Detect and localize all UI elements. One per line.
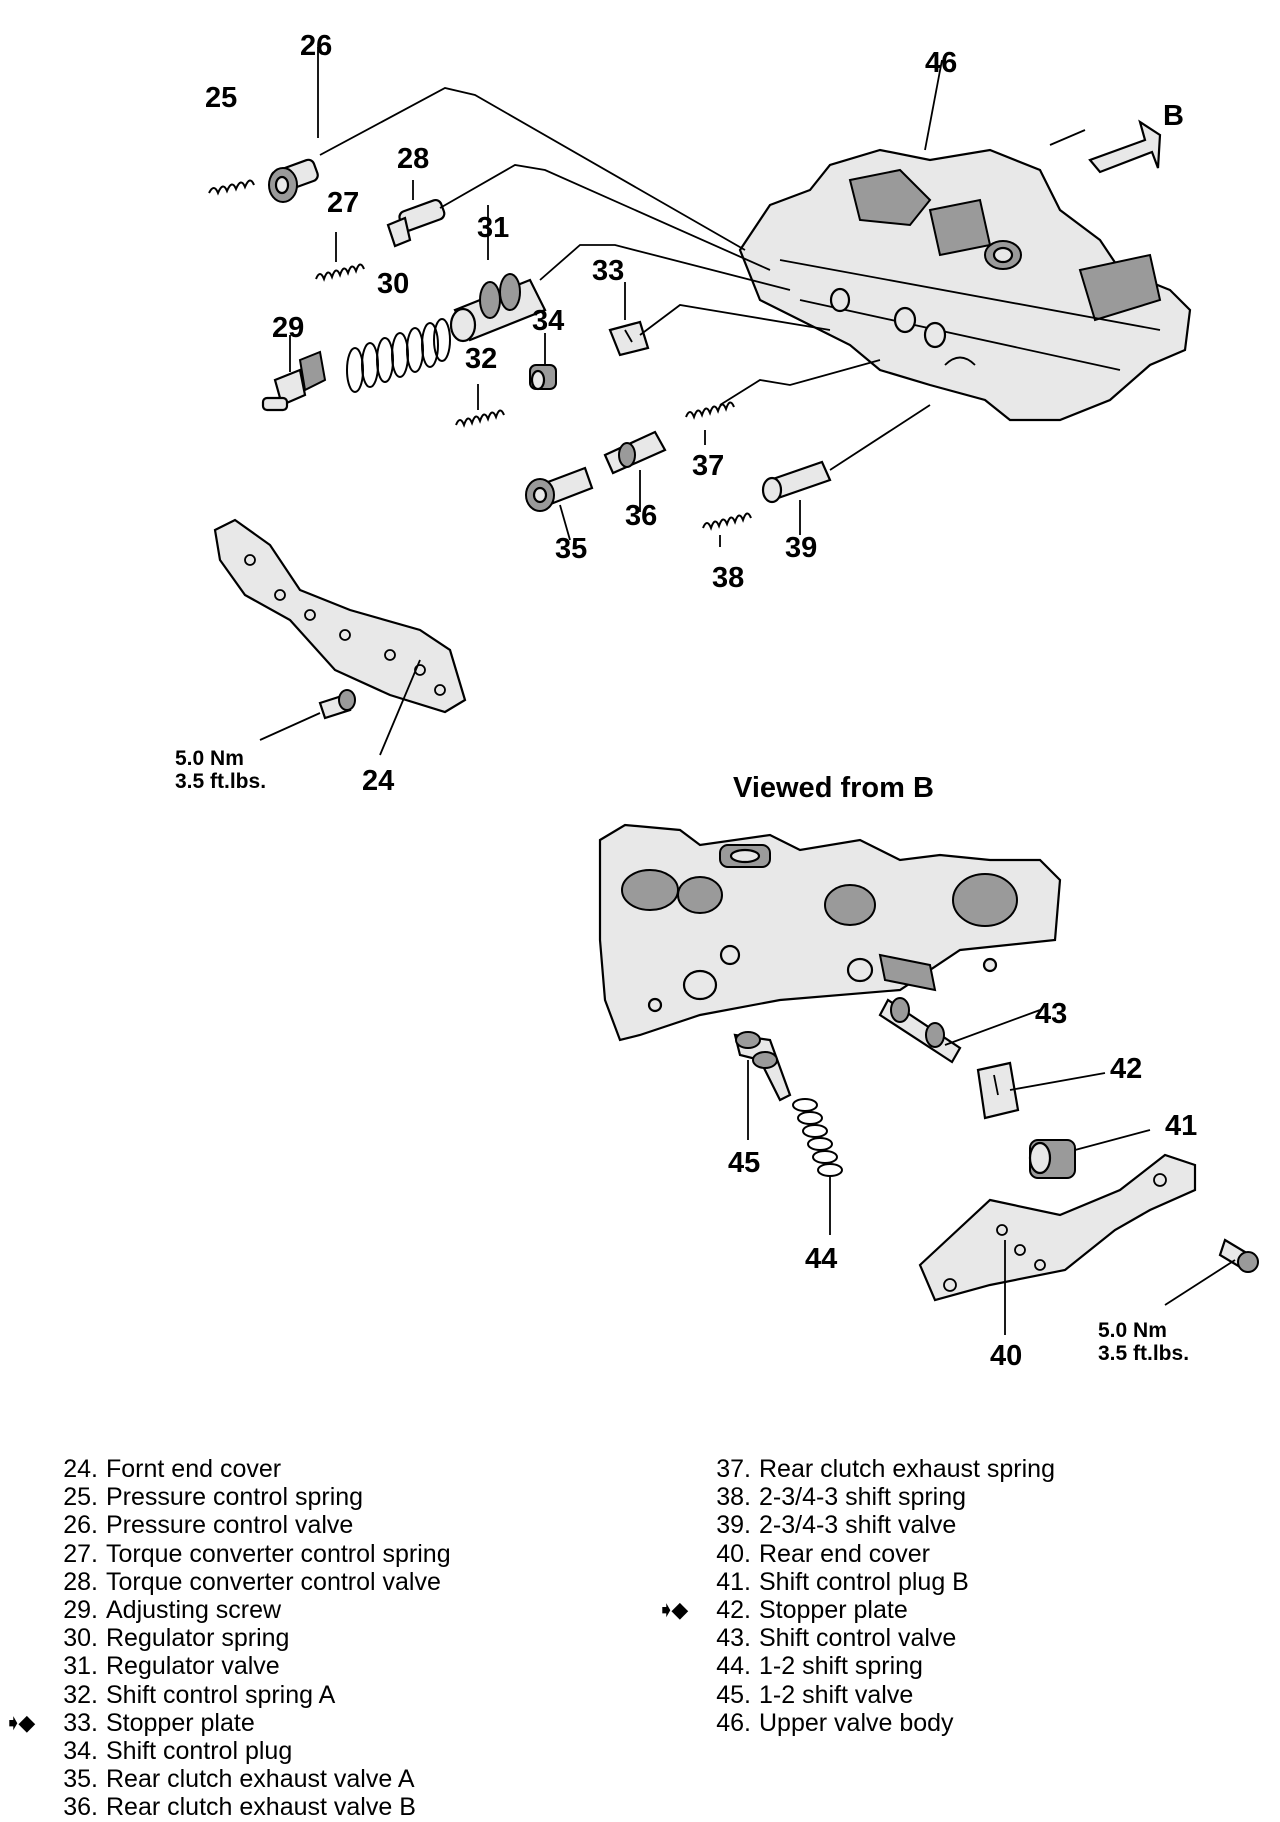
callout-25: 25 xyxy=(205,82,237,114)
callout-28: 28 xyxy=(397,143,429,175)
legend-item: 46.Upper valve body xyxy=(716,1708,954,1737)
legend-item: 43.Shift control valve xyxy=(716,1624,957,1653)
legend-item: 40.Rear end cover xyxy=(716,1539,930,1568)
legend-item: 31.Regulator valve xyxy=(63,1652,280,1681)
shift-spring-38 xyxy=(702,512,752,531)
legend-item: 38.2-3/4-3 shift spring xyxy=(716,1483,967,1512)
rear-clutch-exhaust-valve-b-36 xyxy=(603,430,667,475)
torque-bottom-ftlbs: 3.5 ft.lbs. xyxy=(1098,1342,1189,1365)
front-end-cover-24 xyxy=(213,518,467,714)
callout-40: 40 xyxy=(990,1340,1022,1372)
legend-item: 45.1-2 shift valve xyxy=(716,1680,914,1709)
leader-lines xyxy=(259,47,1236,1335)
legend-item: 30.Regulator spring xyxy=(63,1624,290,1653)
torque-bottom-nm: 5.0 Nm xyxy=(1098,1319,1167,1342)
marker-icon: ➧◆ xyxy=(657,1597,688,1623)
shift-valve-45 xyxy=(733,1031,792,1102)
torque-converter-control-spring-27 xyxy=(315,263,365,282)
stopper-plate-42 xyxy=(976,1061,1020,1120)
adjusting-screw-29 xyxy=(261,350,327,412)
callout-31: 31 xyxy=(477,212,509,244)
marker-icon: ➧◆ xyxy=(4,1709,35,1735)
shift-valve-39 xyxy=(761,460,832,504)
valve-body-viewed-from-b xyxy=(598,823,1062,1042)
regulator-valve-31 xyxy=(449,273,547,343)
legend-item: 27.Torque converter control spring xyxy=(63,1539,451,1568)
pressure-control-spring-25 xyxy=(208,179,255,196)
bolt-top xyxy=(318,689,356,720)
callout-44: 44 xyxy=(805,1243,837,1275)
callout-26: 26 xyxy=(300,30,332,62)
callout-37: 37 xyxy=(692,450,724,482)
torque-top-ftlbs: 3.5 ft.lbs. xyxy=(175,770,266,793)
rear-end-cover-40 xyxy=(918,1153,1197,1302)
legend-item: 44.1-2 shift spring xyxy=(716,1652,923,1681)
torque-converter-control-valve-28 xyxy=(386,198,446,248)
regulator-spring-30 xyxy=(346,318,451,393)
pressure-control-valve-26 xyxy=(268,158,319,203)
callout-32: 32 xyxy=(465,343,497,375)
legend-item: 28.Torque converter control valve xyxy=(63,1567,441,1596)
callout-43: 43 xyxy=(1035,998,1067,1030)
shift-spring-44 xyxy=(792,1098,843,1177)
callout-27: 27 xyxy=(327,187,359,219)
view-label-b: B xyxy=(1163,100,1184,132)
legend-item: 25.Pressure control spring xyxy=(63,1483,364,1512)
callout-42: 42 xyxy=(1110,1053,1142,1085)
shift-control-spring-a-32 xyxy=(455,409,505,428)
shift-control-plug-b-41 xyxy=(1028,1139,1076,1179)
legend-item: 39.2-3/4-3 shift valve xyxy=(716,1511,957,1540)
upper-valve-body xyxy=(738,148,1192,422)
legend-item: 37.Rear clutch exhaust spring xyxy=(716,1455,1055,1483)
rear-clutch-exhaust-valve-a-35 xyxy=(525,466,594,512)
legend-item: 32.Shift control spring A xyxy=(63,1680,336,1709)
torque-top-nm: 5.0 Nm xyxy=(175,747,244,770)
legend-item: ➧◆42.Stopper plate xyxy=(657,1596,908,1625)
shift-control-plug-34 xyxy=(529,364,557,391)
legend-item: 36.Rear clutch exhaust valve B xyxy=(63,1793,416,1822)
callout-33: 33 xyxy=(592,255,624,287)
legend-item: ➧◆33.Stopper plate xyxy=(4,1708,255,1737)
bolt-bottom xyxy=(1218,1238,1259,1273)
legend-item: 41.Shift control plug B xyxy=(716,1567,969,1596)
callout-38: 38 xyxy=(712,562,744,594)
legend-item: 34.Shift control plug xyxy=(63,1737,293,1766)
view-direction-arrow xyxy=(1088,119,1162,174)
legend-right: 37.Rear clutch exhaust spring 38.2-3/4-3… xyxy=(657,1455,1055,1737)
rear-clutch-exhaust-spring-37 xyxy=(685,401,735,420)
callout-39: 39 xyxy=(785,532,817,564)
callout-30: 30 xyxy=(377,268,409,300)
view-title: Viewed from B xyxy=(733,772,934,804)
shift-control-valve-43 xyxy=(878,997,962,1064)
callout-46: 46 xyxy=(925,47,957,79)
legend-item: 24.Fornt end cover xyxy=(63,1455,282,1483)
callout-34: 34 xyxy=(532,305,564,337)
callout-41: 41 xyxy=(1165,1110,1197,1142)
callout-45: 45 xyxy=(728,1147,760,1179)
stopper-plate-33 xyxy=(608,320,650,357)
legend-left: 24.Fornt end cover 25.Pressure control s… xyxy=(4,1455,451,1822)
legend-item: 29.Adjusting screw xyxy=(63,1596,282,1625)
callout-36: 36 xyxy=(625,500,657,532)
callout-29: 29 xyxy=(272,312,304,344)
legend-item: 35.Rear clutch exhaust valve A xyxy=(63,1765,415,1794)
callout-35: 35 xyxy=(555,533,587,565)
legend-item: 26.Pressure control valve xyxy=(63,1511,354,1540)
callout-24: 24 xyxy=(362,765,394,797)
